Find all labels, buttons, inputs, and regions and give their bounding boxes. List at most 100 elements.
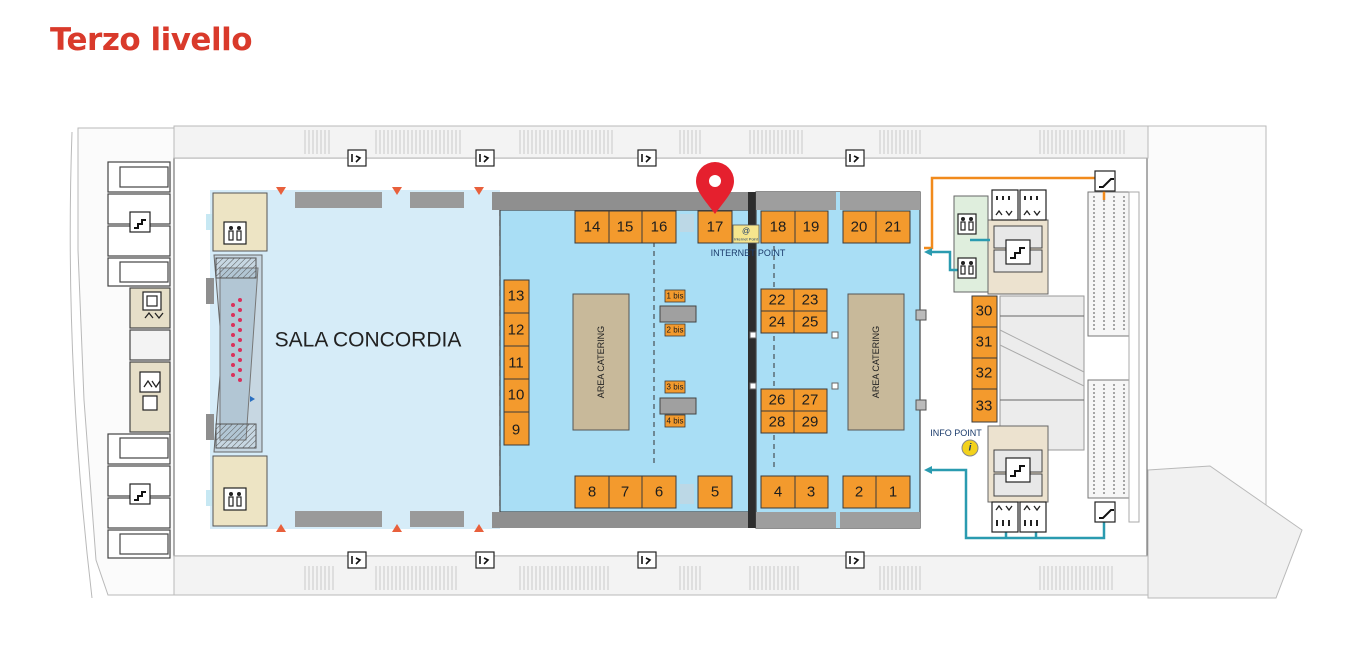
booth-11[interactable]: 11 bbox=[503, 345, 530, 380]
svg-text:17: 17 bbox=[707, 219, 724, 236]
booth-13[interactable]: 13 bbox=[503, 279, 530, 314]
internet-sign-text: Internet Point bbox=[734, 237, 759, 242]
booth-20[interactable]: 20 bbox=[842, 210, 877, 244]
booth-27[interactable]: 27 bbox=[793, 388, 828, 412]
svg-text:2 bis: 2 bis bbox=[667, 326, 684, 335]
booth-32[interactable]: 32 bbox=[971, 357, 998, 390]
internet-point-label: INTERNET POINT bbox=[711, 248, 786, 258]
svg-text:9: 9 bbox=[512, 422, 520, 439]
restroom-icon bbox=[223, 487, 247, 511]
fire-exit-icon bbox=[475, 149, 495, 167]
booth-18[interactable]: 18 bbox=[760, 210, 796, 244]
booth-26[interactable]: 26 bbox=[760, 388, 795, 412]
booth-24[interactable]: 24 bbox=[760, 310, 795, 334]
exhibition-hall-left: AREA CATERING bbox=[492, 192, 756, 528]
info-icon: i bbox=[969, 443, 972, 454]
elevator-icon bbox=[1019, 189, 1047, 221]
svg-text:4 bis: 4 bis bbox=[667, 417, 684, 426]
booth-7[interactable]: 7 bbox=[608, 475, 643, 509]
info-point: INFO POINT i bbox=[930, 428, 982, 457]
booth-23[interactable]: 23 bbox=[793, 288, 828, 312]
booth-12[interactable]: 12 bbox=[503, 312, 530, 347]
left-service-stack bbox=[107, 161, 171, 559]
booth-22[interactable]: 22 bbox=[760, 288, 795, 312]
escalator-icon bbox=[1094, 170, 1116, 192]
catering-label: AREA CATERING bbox=[871, 326, 881, 398]
fire-exit-icon bbox=[475, 551, 495, 569]
booth-21[interactable]: 21 bbox=[875, 210, 911, 244]
booth-15[interactable]: 15 bbox=[608, 210, 643, 244]
booth-8[interactable]: 8 bbox=[574, 475, 610, 509]
elevator-icon bbox=[1019, 501, 1047, 533]
booth-4[interactable]: 4 bbox=[760, 475, 796, 509]
elevator-icon bbox=[991, 501, 1019, 533]
fire-exit-icon bbox=[347, 149, 367, 167]
booth-28[interactable]: 28 bbox=[760, 410, 795, 434]
elevator-icon bbox=[139, 371, 161, 411]
booth-33[interactable]: 33 bbox=[971, 388, 998, 423]
booth-9[interactable]: 9 bbox=[503, 411, 530, 446]
svg-text:24: 24 bbox=[769, 314, 786, 331]
sala-concordia: SALA CONCORDIA bbox=[206, 190, 501, 529]
booth-6[interactable]: 6 bbox=[641, 475, 677, 509]
svg-text:14: 14 bbox=[584, 219, 601, 236]
svg-text:3 bis: 3 bis bbox=[667, 383, 684, 392]
booth-4-bis[interactable]: 4 bis bbox=[664, 414, 686, 428]
booth-5[interactable]: 5 bbox=[697, 475, 733, 509]
fire-exit-icon bbox=[637, 149, 657, 167]
stairs-icon bbox=[1005, 457, 1031, 483]
elevator-icon bbox=[991, 189, 1019, 221]
svg-text:28: 28 bbox=[769, 414, 786, 431]
booth-10[interactable]: 10 bbox=[503, 378, 530, 413]
stairs-icon bbox=[129, 211, 151, 233]
booth-14[interactable]: 14 bbox=[574, 210, 610, 244]
svg-text:27: 27 bbox=[802, 392, 819, 409]
svg-text:33: 33 bbox=[976, 398, 993, 415]
svg-text:5: 5 bbox=[711, 484, 719, 501]
svg-text:4: 4 bbox=[774, 484, 782, 501]
elevator-icon bbox=[142, 291, 164, 320]
booth-17[interactable]: 17 bbox=[697, 210, 733, 244]
booth-19[interactable]: 19 bbox=[794, 210, 829, 244]
page-title: Terzo livello bbox=[50, 22, 253, 58]
svg-text:7: 7 bbox=[621, 484, 629, 501]
booth-1[interactable]: 1 bbox=[875, 475, 911, 509]
location-pin-icon[interactable] bbox=[696, 162, 734, 214]
booth-30[interactable]: 30 bbox=[971, 295, 998, 328]
svg-text:8: 8 bbox=[588, 484, 596, 501]
booth-2[interactable]: 2 bbox=[842, 475, 877, 509]
stairs-icon bbox=[1005, 239, 1031, 265]
svg-text:11: 11 bbox=[508, 355, 524, 372]
svg-text:22: 22 bbox=[769, 292, 786, 309]
escalator-icon bbox=[1094, 501, 1116, 523]
svg-text:12: 12 bbox=[508, 322, 525, 339]
booth-31[interactable]: 31 bbox=[971, 326, 998, 359]
svg-text:25: 25 bbox=[802, 314, 819, 331]
svg-text:3: 3 bbox=[807, 484, 815, 501]
booth-29[interactable]: 29 bbox=[793, 410, 828, 434]
balcony-stripes bbox=[304, 130, 1125, 590]
svg-text:32: 32 bbox=[976, 365, 993, 382]
svg-text:26: 26 bbox=[769, 392, 786, 409]
booth-25[interactable]: 25 bbox=[793, 310, 828, 334]
fire-exit-icon bbox=[347, 551, 367, 569]
svg-text:15: 15 bbox=[617, 219, 634, 236]
svg-text:6: 6 bbox=[655, 484, 663, 501]
svg-text:23: 23 bbox=[802, 292, 819, 309]
fire-exit-icon bbox=[845, 551, 865, 569]
svg-text:18: 18 bbox=[770, 219, 787, 236]
booth-2-bis[interactable]: 2 bis bbox=[664, 323, 686, 337]
booth-3-bis[interactable]: 3 bis bbox=[664, 380, 686, 394]
svg-text:31: 31 bbox=[976, 334, 993, 351]
svg-text:30: 30 bbox=[976, 303, 993, 320]
stairs-icon bbox=[129, 483, 151, 505]
svg-text:1: 1 bbox=[889, 484, 897, 501]
booth-16[interactable]: 16 bbox=[641, 210, 677, 244]
fire-exit-icon bbox=[845, 149, 865, 167]
bis-booths: 1 bis 2 bis 3 bis 4 bis bbox=[664, 289, 686, 428]
fire-exit-icons bbox=[347, 149, 865, 569]
booth-3[interactable]: 3 bbox=[794, 475, 829, 509]
svg-text:19: 19 bbox=[803, 219, 820, 236]
booth-1-bis[interactable]: 1 bis bbox=[664, 289, 686, 303]
